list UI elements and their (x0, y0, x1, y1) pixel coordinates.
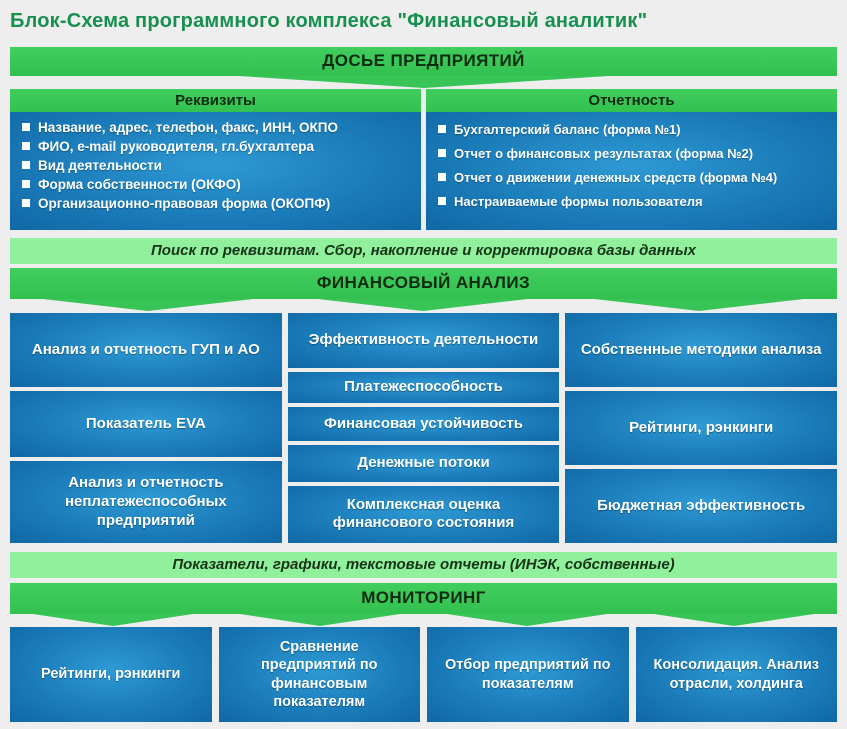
arrow-row-monitoring (10, 614, 837, 627)
arrow-down-icon (318, 299, 529, 311)
monitoring-row: Рейтинги, рэнкинги Сравнение предприятий… (10, 627, 837, 722)
dossier-column-reporting: Отчетность Бухгалтерский баланс (форма №… (426, 89, 837, 230)
arrow-row-dossier (10, 76, 837, 89)
dossier-column-requisites: Реквизиты Название, адрес, телефон, факс… (10, 89, 421, 230)
arrow-down-icon (240, 614, 401, 626)
page-title: Блок-Схема программного комплекса "Финан… (10, 10, 648, 32)
reporting-list-panel: Бухгалтерский баланс (форма №1) Отчет о … (426, 112, 837, 230)
column-header-requisites: Реквизиты (10, 89, 421, 112)
reporting-list: Бухгалтерский баланс (форма №1) Отчет о … (434, 118, 829, 214)
requisites-list-panel: Название, адрес, телефон, факс, ИНН, ОКП… (10, 112, 421, 230)
analysis-box: Рейтинги, рэнкинги (565, 391, 838, 465)
analysis-box: Финансовая устойчивость (287, 406, 560, 441)
list-item: Форма собственности (ОКФО) (18, 175, 413, 194)
analysis-box: Эффективность деятельности (287, 313, 560, 368)
section-header-dossier: ДОСЬЕ ПРЕДПРИЯТИЙ (10, 47, 837, 76)
analysis-box: Денежные потоки (287, 444, 560, 482)
analysis-box: Собственные методики анализа (565, 313, 838, 387)
list-item: Отчет о финансовых результатах (форма №2… (434, 142, 829, 166)
analysis-column-2: Эффективность деятельности Платежеспособ… (287, 313, 560, 544)
dossier-footer-note: Поиск по реквизитам. Сбор, накопление и … (10, 238, 837, 264)
list-item-text: ФИО, e-mail руководителя, гл.бухгалтера (38, 139, 315, 154)
analysis-column-1: Анализ и отчетность ГУП и АО Показатель … (10, 313, 282, 543)
monitoring-box: Консолидация. Анализ отрасли, холдинга (635, 627, 837, 722)
arrow-down-icon (446, 614, 607, 626)
bullet-square-icon (22, 180, 30, 188)
analysis-box: Бюджетная эффективность (565, 469, 838, 543)
list-item-text: Форма собственности (ОКФО) (38, 177, 241, 192)
list-item-text: Отчет о финансовых результатах (форма №2… (454, 146, 754, 161)
bullet-square-icon (22, 199, 30, 207)
list-item: Организационно-правовая форма (ОКОПФ) (18, 194, 413, 213)
analysis-box: Анализ и отчетность неплатежеспособных п… (10, 461, 282, 543)
bullet-square-icon (22, 161, 30, 169)
analysis-footer-note: Показатели, графики, текстовые отчеты (И… (10, 552, 837, 578)
section-header-monitoring: МОНИТОРИНГ (10, 583, 837, 614)
list-item-text: Настраиваемые формы пользователя (454, 194, 703, 209)
dossier-columns: Реквизиты Название, адрес, телефон, факс… (10, 89, 837, 230)
list-item: Бухгалтерский баланс (форма №1) (434, 118, 829, 142)
arrow-down-icon (594, 299, 805, 311)
requisites-list: Название, адрес, телефон, факс, ИНН, ОКП… (18, 118, 413, 213)
analysis-box: Платежеспособность (287, 371, 560, 403)
list-item-text: Вид деятельности (38, 158, 162, 173)
list-item: Отчет о движении денежных средств (форма… (434, 166, 829, 190)
analysis-box: Анализ и отчетность ГУП и АО (10, 313, 282, 387)
bullet-square-icon (22, 123, 30, 131)
bullet-square-icon (438, 149, 446, 157)
arrow-down-icon (42, 299, 253, 311)
list-item: ФИО, e-mail руководителя, гл.бухгалтера (18, 137, 413, 156)
bullet-square-icon (438, 125, 446, 133)
bullet-square-icon (438, 173, 446, 181)
list-item-text: Бухгалтерский баланс (форма №1) (454, 122, 681, 137)
analysis-column-3: Собственные методики анализа Рейтинги, р… (565, 313, 838, 543)
bullet-square-icon (438, 197, 446, 205)
arrow-down-icon (238, 76, 609, 88)
list-item: Вид деятельности (18, 156, 413, 175)
monitoring-box: Рейтинги, рэнкинги (10, 627, 212, 722)
arrow-row-analysis (10, 299, 837, 312)
list-item-text: Название, адрес, телефон, факс, ИНН, ОКП… (38, 120, 339, 135)
section-header-analysis: ФИНАНСОВЫЙ АНАЛИЗ (10, 268, 837, 299)
analysis-box: Комплексная оценка финансового состояния (287, 485, 560, 544)
arrow-down-icon (653, 614, 814, 626)
analysis-grid: Анализ и отчетность ГУП и АО Показатель … (10, 313, 838, 544)
list-item-text: Отчет о движении денежных средств (форма… (454, 170, 778, 185)
arrow-down-icon (33, 614, 194, 626)
monitoring-box: Сравнение предприятий по финансовым пока… (218, 627, 420, 722)
list-item: Название, адрес, телефон, факс, ИНН, ОКП… (18, 118, 413, 137)
analysis-box: Показатель EVA (10, 391, 282, 458)
list-item-text: Организационно-правовая форма (ОКОПФ) (38, 196, 331, 211)
list-item: Настраиваемые формы пользователя (434, 190, 829, 214)
column-header-reporting: Отчетность (426, 89, 837, 112)
bullet-square-icon (22, 142, 30, 150)
monitoring-box: Отбор предприятий по показателям (427, 627, 629, 722)
